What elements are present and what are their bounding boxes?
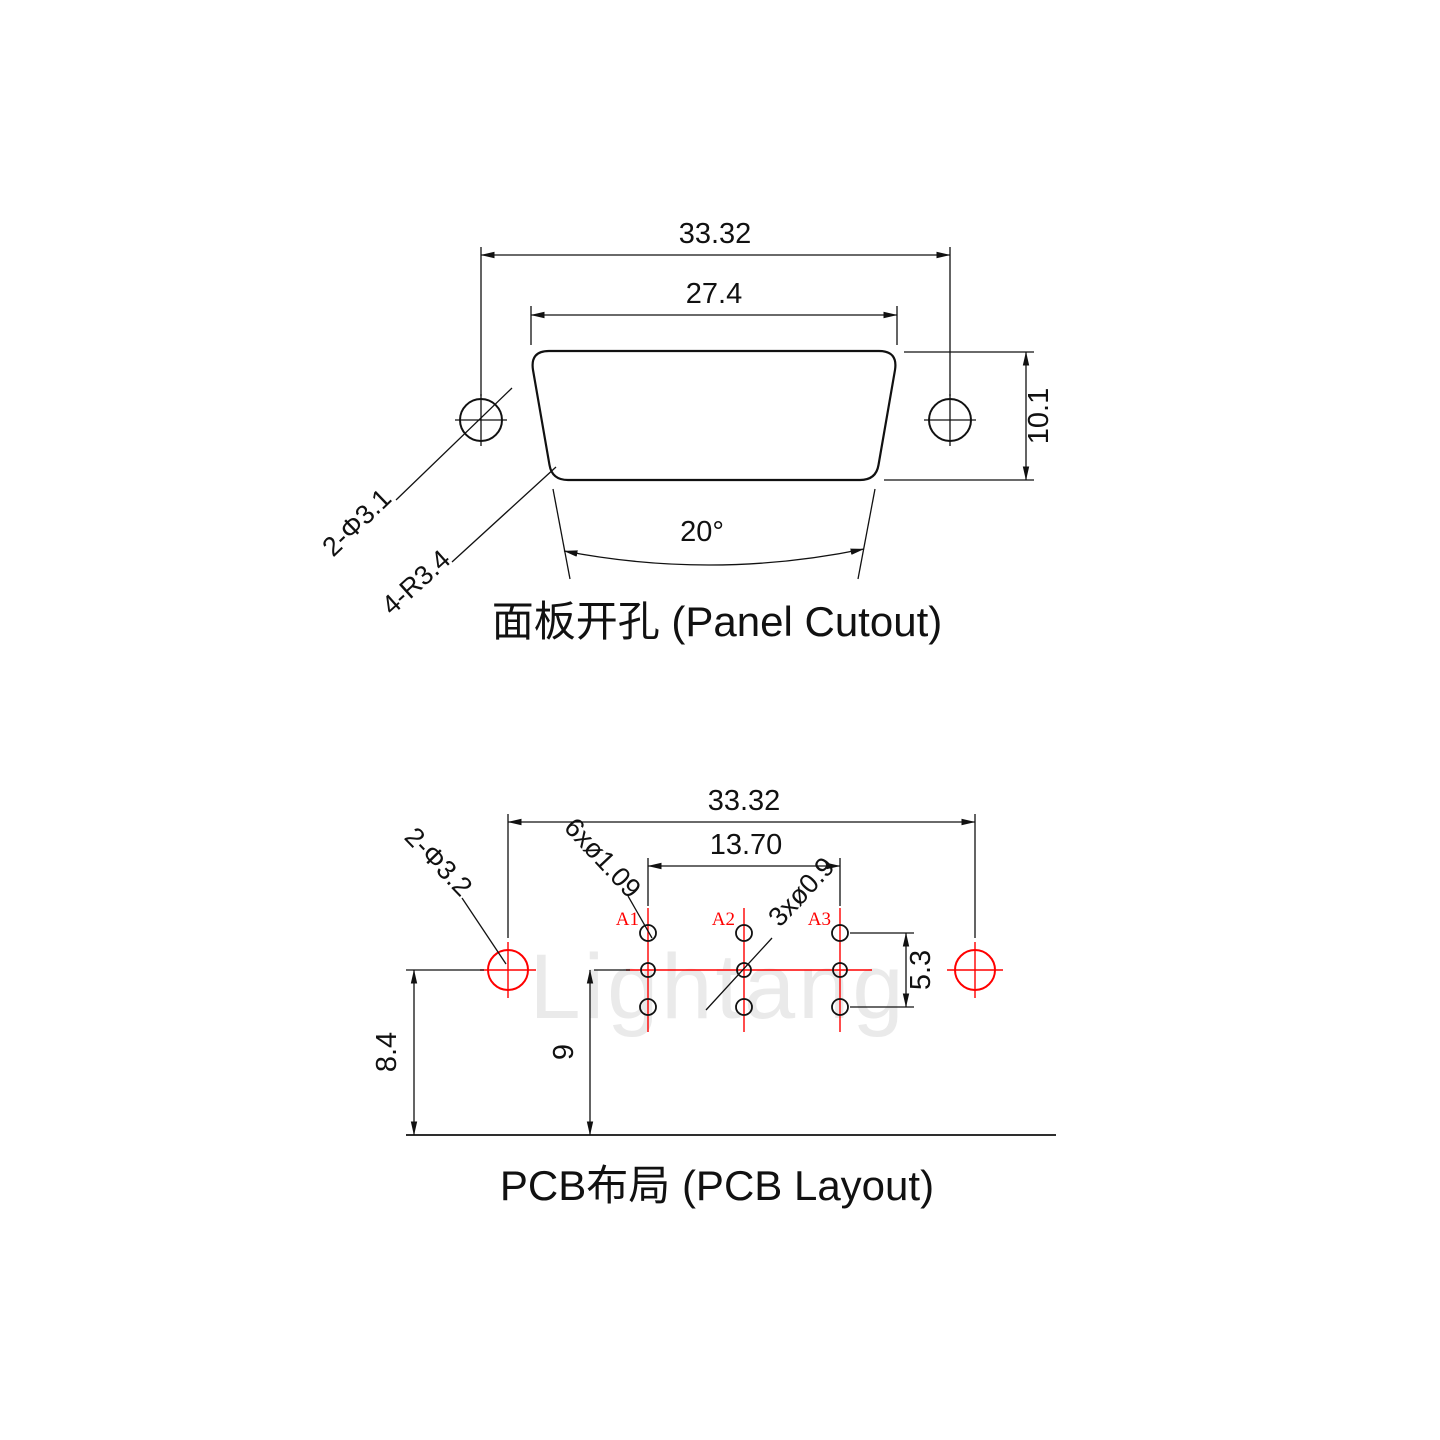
dim-pins-to-edge-label: 9: [548, 1044, 580, 1060]
pin-hole: [639, 998, 657, 1016]
leader-line-outer-pins: [627, 895, 653, 939]
pin-hole: [639, 924, 657, 942]
dim-row-span-label: 5.3: [905, 950, 937, 990]
dim-height-label: 10.1: [1023, 388, 1055, 444]
pin-hole: [640, 962, 656, 978]
leader-line-center-pins: [705, 937, 773, 1011]
outer-pin-holes-label: 6xø1.09: [558, 812, 646, 904]
dim-mount-to-edge-label: 8.4: [371, 1032, 403, 1072]
dim-outer-width-label: 33.32: [679, 218, 752, 250]
leader-line-mount-holes: [461, 897, 507, 965]
dsub-cutout-outline: [531, 349, 897, 482]
pin-hole: [736, 962, 752, 978]
angle-dimension-arc: [563, 548, 865, 566]
pin-hole: [735, 924, 753, 942]
dim-outer-width-label: 33.32: [708, 785, 781, 817]
pin-hole: [832, 962, 848, 978]
angle-extension-left: [552, 488, 571, 580]
dim-inner-width-label: 27.4: [686, 278, 742, 310]
watermark-text: Lightang: [530, 936, 907, 1038]
dim-pin-span-label: 13.70: [710, 829, 783, 861]
pcb-layout-title: PCB布局 (PCB Layout): [500, 1162, 934, 1209]
pin-hole: [831, 924, 849, 942]
panel-cutout-view: 33.32 27.4 10.1 2-Φ3.1 4-R3.4 20°: [316, 218, 1055, 645]
mount-holes-label: 2-Φ3.1: [316, 483, 397, 562]
pin-label-a2: A2: [712, 909, 735, 930]
dim-angle-label: 20°: [680, 516, 724, 548]
pin-hole: [831, 998, 849, 1016]
angle-extension-right: [857, 488, 876, 580]
pin-hole: [735, 998, 753, 1016]
panel-cutout-title: 面板开孔 (Panel Cutout): [492, 598, 942, 645]
leader-line-corner-radius: [451, 466, 557, 563]
pin-label-a3: A3: [808, 909, 831, 930]
mount-holes-label: 2-Φ3.2: [399, 821, 478, 902]
pin-label-a1: A1: [616, 909, 639, 930]
leader-line-mount-holes: [395, 387, 513, 501]
corner-radius-label: 4-R3.4: [376, 544, 456, 621]
